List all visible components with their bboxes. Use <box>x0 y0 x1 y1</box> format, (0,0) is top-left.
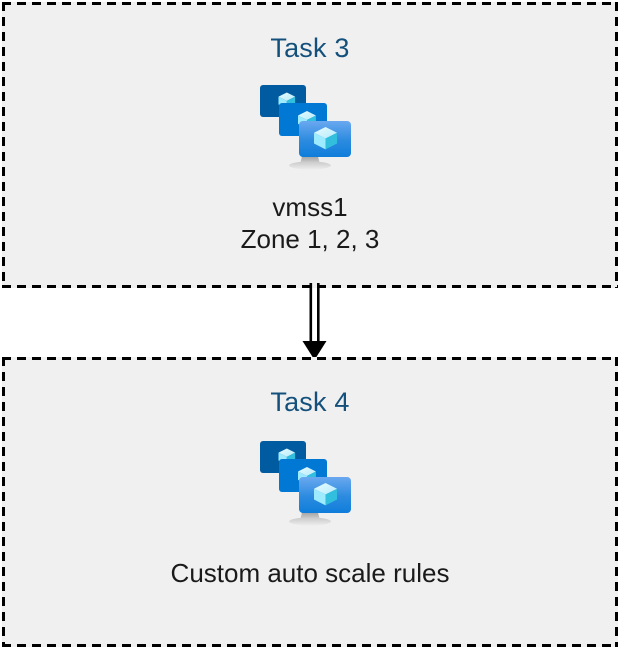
task-3-label-0: vmss1 <box>272 192 348 222</box>
task-4-labels: Custom auto scale rules <box>171 558 450 590</box>
task-4-icon-wrap <box>258 437 362 529</box>
connector-arrow-task3-to-task4 <box>302 283 327 360</box>
task-3-icon-wrap <box>258 81 362 173</box>
task-3-labels: vmss1 Zone 1, 2, 3 <box>241 192 380 256</box>
task-4-title: Task 4 <box>270 387 350 417</box>
task-4-label-0: Custom auto scale rules <box>170 558 450 588</box>
vmss-icon <box>260 441 351 526</box>
task-box-task-4[interactable]: Task 4 <box>2 357 618 647</box>
vmss-icon <box>260 85 351 170</box>
task-3-title: Task 3 <box>270 33 350 63</box>
task-3-label-1: Zone 1, 2, 3 <box>240 223 380 254</box>
task-box-task-3[interactable]: Task 3 <box>2 2 618 288</box>
